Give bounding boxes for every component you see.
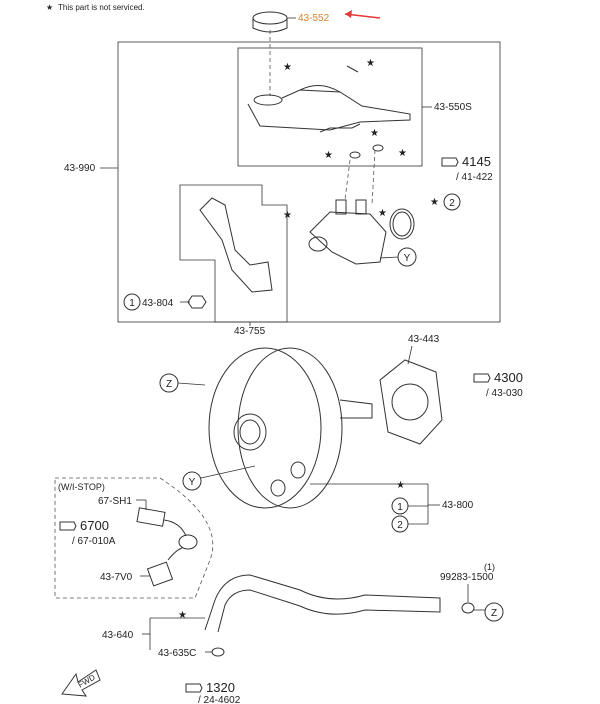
callout-y-booster: Y	[182, 471, 202, 491]
wi-stop-label: (W/I-STOP)	[58, 482, 105, 492]
label-99283-1500[interactable]: 99283-1500	[440, 572, 494, 583]
label-43-800[interactable]: 43-800	[442, 500, 474, 511]
hand-pointer-icon-3	[59, 521, 77, 531]
ref-4145[interactable]: 4145 / 41-422	[441, 154, 493, 183]
svg-text:2: 2	[449, 198, 455, 209]
svg-text:6700: 6700	[80, 518, 109, 533]
reservoir-body[interactable]	[247, 85, 411, 133]
callout-1-booster: 1	[391, 497, 409, 515]
label-43-443[interactable]: 43-443	[408, 334, 440, 345]
label-q1: (1)	[484, 562, 495, 572]
svg-text:/ 67-010A: / 67-010A	[72, 536, 116, 547]
callout-1-nut: 1	[123, 293, 141, 311]
label-43-990[interactable]: 43-990	[64, 163, 96, 174]
svg-text:/ 41-422: / 41-422	[456, 172, 493, 183]
label-43-550S[interactable]: 43-550S	[434, 102, 472, 113]
sensor-connector[interactable]	[146, 547, 183, 587]
svg-text:2: 2	[397, 520, 403, 531]
svg-text:1320: 1320	[206, 680, 235, 695]
hand-pointer-icon	[441, 157, 459, 167]
vacuum-hose[interactable]	[204, 574, 441, 633]
label-43-804[interactable]: 43-804	[142, 298, 174, 309]
bracket[interactable]	[199, 197, 273, 293]
svg-text:★: ★	[283, 210, 292, 221]
bracket-box-43-755	[179, 184, 288, 323]
svg-text:Y: Y	[189, 477, 196, 488]
hand-pointer-icon-4	[185, 683, 203, 693]
grommets[interactable]	[349, 144, 384, 159]
svg-text:★: ★	[178, 610, 187, 621]
label-43-7V0[interactable]: 43-7V0	[100, 572, 133, 583]
label-43-755[interactable]: 43-755	[234, 326, 266, 337]
label-67-SH1[interactable]: 67-SH1	[98, 496, 132, 507]
reservoir-box-43-550S	[237, 47, 423, 167]
svg-text:4145: 4145	[462, 154, 491, 169]
label-43-640[interactable]: 43-640	[102, 630, 134, 641]
svg-text:1: 1	[129, 298, 135, 309]
ref-6700[interactable]: 6700 / 67-010A	[59, 518, 116, 547]
nut[interactable]	[187, 295, 207, 309]
callout-y-upper: Y	[397, 247, 417, 267]
reservoir-cap[interactable]	[252, 11, 288, 33]
svg-text:★: ★	[396, 480, 405, 491]
svg-text:Y: Y	[404, 253, 411, 264]
svg-text:★: ★	[398, 148, 407, 159]
svg-text:★: ★	[370, 128, 379, 139]
svg-text:/ 43-030: / 43-030	[486, 388, 523, 399]
brake-booster[interactable]	[208, 347, 373, 509]
ref-4300[interactable]: 4300 / 43-030	[473, 370, 523, 399]
svg-text:★: ★	[324, 150, 333, 161]
label-43-552[interactable]: 43-552	[298, 13, 330, 24]
hose-clamp[interactable]	[461, 602, 475, 614]
hose-clip[interactable]	[211, 647, 225, 657]
fwd-arrow-icon: FWD	[61, 669, 101, 697]
hand-pointer-icon-2	[473, 373, 491, 383]
svg-text:4300: 4300	[494, 370, 523, 385]
pin[interactable]	[346, 65, 359, 73]
note-text: This part is not serviced.	[58, 3, 145, 12]
svg-text:Z: Z	[491, 608, 497, 619]
svg-text:Z: Z	[166, 379, 172, 390]
master-cylinder[interactable]	[308, 199, 387, 265]
callout-2-oring: 2	[443, 193, 461, 211]
svg-text:★: ★	[378, 208, 387, 219]
svg-text:1: 1	[397, 502, 403, 513]
svg-text:/ 24-4602: / 24-4602	[198, 695, 241, 704]
ref-1320[interactable]: 1320 / 24-4602	[185, 680, 241, 704]
vacuum-sensor[interactable]	[136, 507, 198, 550]
svg-text:★: ★	[283, 62, 292, 73]
gasket[interactable]	[379, 359, 443, 445]
svg-text:★: ★	[366, 58, 375, 69]
label-43-635C[interactable]: 43-635C	[158, 648, 196, 659]
callout-z-booster: Z	[159, 373, 179, 393]
note-star: ★	[46, 3, 53, 12]
assembly-box-43-990	[117, 41, 501, 323]
o-ring[interactable]	[389, 208, 415, 240]
callout-z-clamp: Z	[484, 602, 504, 622]
svg-text:★: ★	[430, 197, 439, 208]
callout-2-booster: 2	[391, 515, 409, 533]
